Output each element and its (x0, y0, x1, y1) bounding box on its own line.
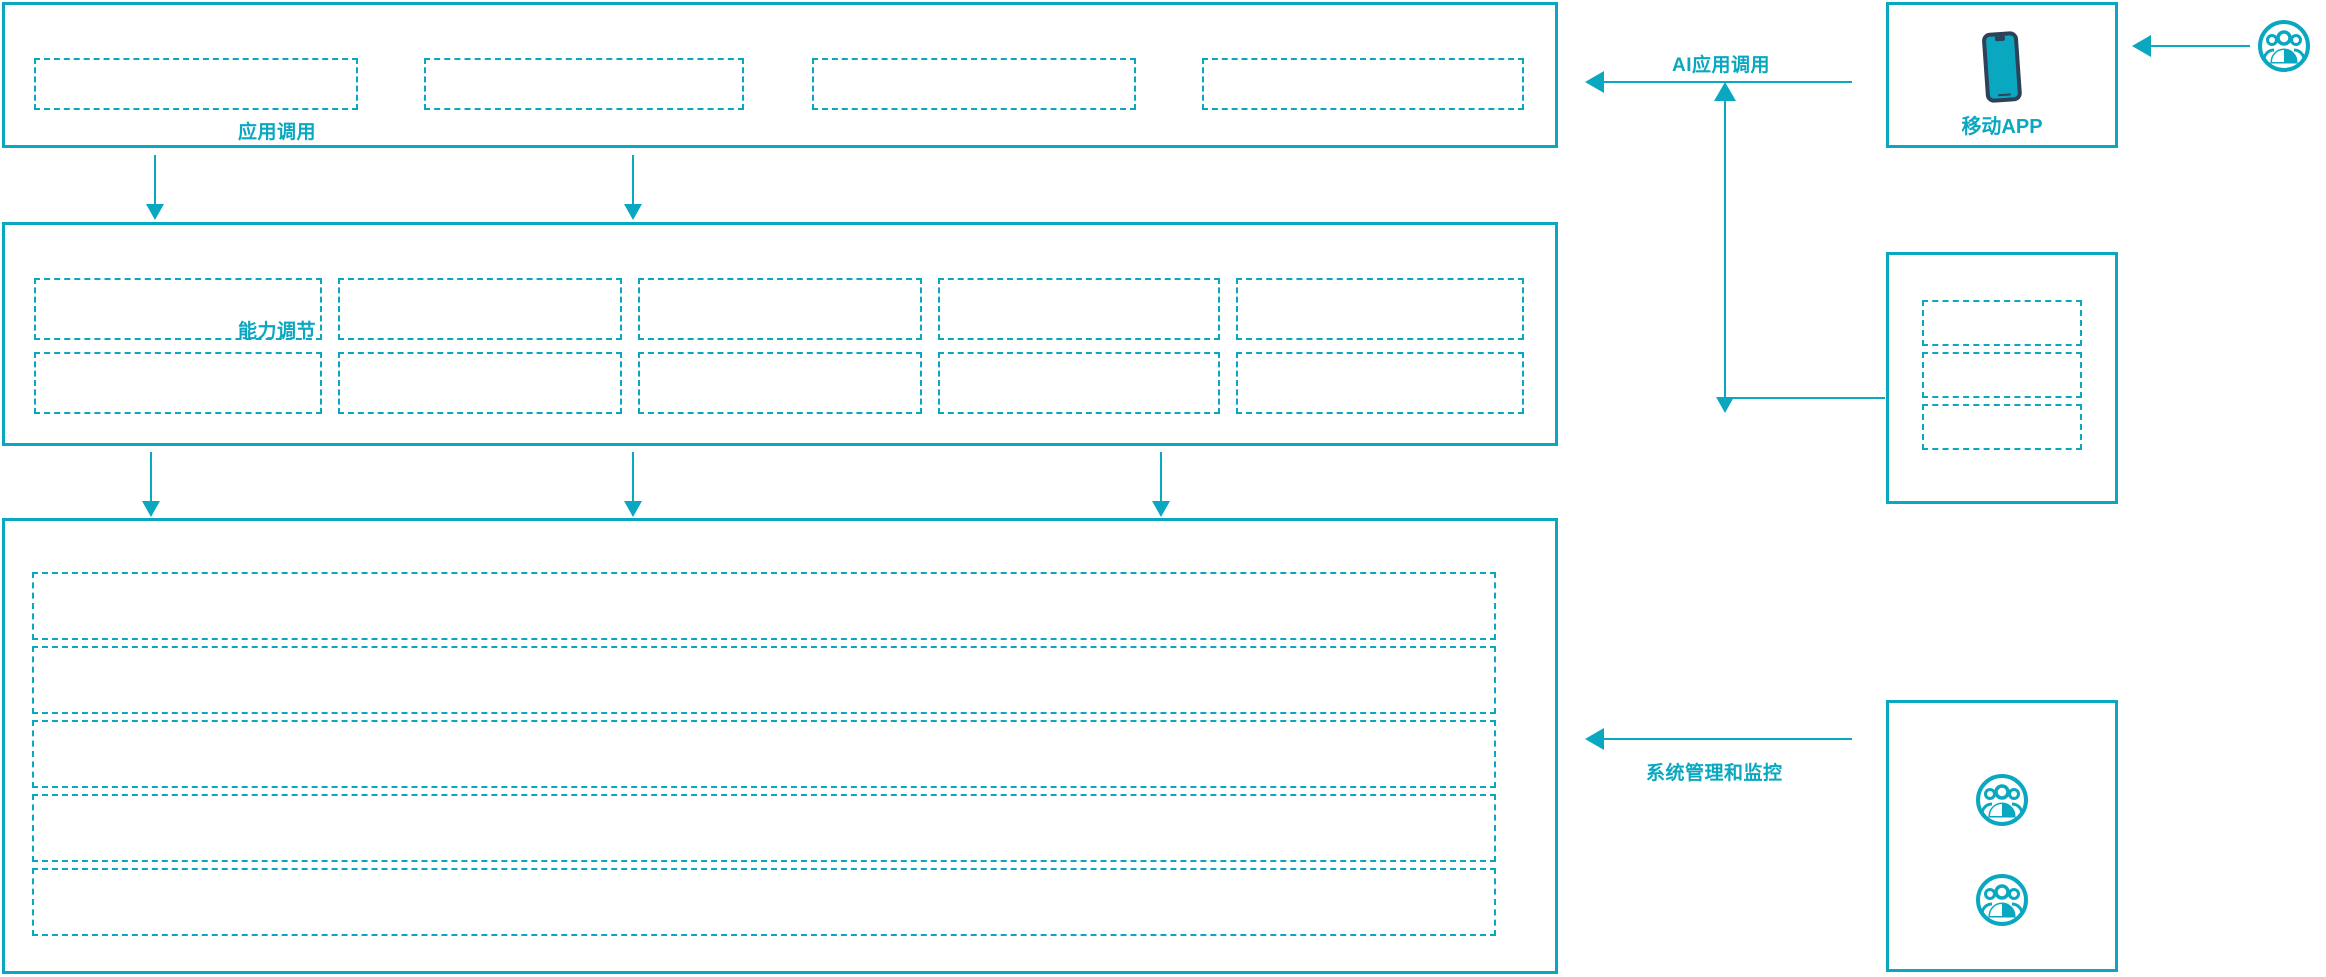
platform-row-3[interactable] (32, 720, 1496, 788)
channels-to-ai-line-horizontal (1725, 397, 1885, 399)
capability-adjust-arrow-1 (150, 452, 152, 502)
capability-box-r1c3[interactable] (638, 278, 922, 340)
platform-row-5[interactable] (32, 868, 1496, 936)
end-user-to-mobile-line (2150, 45, 2250, 47)
application-box-2[interactable] (424, 58, 744, 110)
channel-box-3[interactable] (1922, 404, 2082, 450)
end-user-to-mobile-arrowhead (2132, 35, 2151, 57)
system-manage-line (1602, 738, 1852, 740)
app-call-arrow-1 (154, 155, 156, 205)
capability-adjust-arrow-2 (632, 452, 634, 502)
application-box-3[interactable] (812, 58, 1136, 110)
app-call-arrow-2 (632, 155, 634, 205)
capability-box-r2c3[interactable] (638, 352, 922, 414)
capability-adjust-arrow-3 (1160, 452, 1162, 502)
mobile-app-panel (1886, 2, 2118, 148)
capability-box-r2c1[interactable] (34, 352, 322, 414)
application-box-1[interactable] (34, 58, 358, 110)
ai-app-call-label: AI应用调用 (1672, 55, 1771, 76)
capability-box-r1c1[interactable] (34, 278, 322, 340)
capability-box-r2c5[interactable] (1236, 352, 1524, 414)
system-manage-arrowhead (1585, 728, 1604, 750)
capability-box-r1c4[interactable] (938, 278, 1220, 340)
application-box-4[interactable] (1202, 58, 1524, 110)
capability-box-r2c4[interactable] (938, 352, 1220, 414)
capability-box-r2c2[interactable] (338, 352, 622, 414)
platform-row-2[interactable] (32, 646, 1496, 714)
admin-panel (1886, 700, 2118, 972)
capability-box-r1c2[interactable] (338, 278, 622, 340)
capability-box-r1c5[interactable] (1236, 278, 1524, 340)
ai-app-call-arrowhead (1585, 71, 1604, 93)
app-call-label: 应用调用 (238, 122, 317, 143)
platform-row-1[interactable] (32, 572, 1496, 640)
admin-user-group-icon-1 (1974, 772, 2030, 828)
platform-row-4[interactable] (32, 794, 1496, 862)
mobile-app-caption: 移动APP (1961, 116, 2043, 138)
mobile-phone-icon (1972, 28, 2032, 108)
channel-box-2[interactable] (1922, 352, 2082, 398)
end-user-group-icon (2256, 18, 2312, 74)
channels-to-ai-line-vertical (1724, 98, 1726, 398)
capability-adjust-label: 能力调节 (238, 321, 317, 342)
admin-user-group-icon-2 (1974, 872, 2030, 928)
system-manage-label: 系统管理和监控 (1646, 763, 1783, 784)
channel-box-1[interactable] (1922, 300, 2082, 346)
channels-to-ai-arrowhead (1714, 82, 1736, 101)
